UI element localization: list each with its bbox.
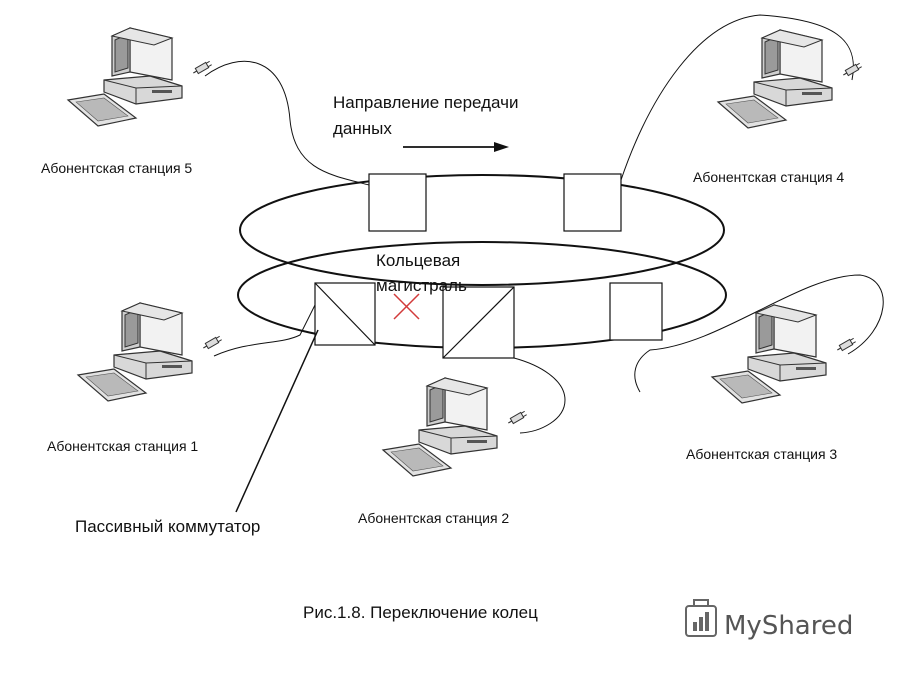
figure-caption: Рис.1.8. Переключение колец [303, 603, 538, 622]
station-label-4: Абонентская станция 4 [693, 169, 844, 185]
direction-label-line1: Направление передачи [333, 93, 518, 112]
cable-station-3 [634, 274, 884, 393]
computer-icon-1 [77, 302, 223, 402]
cable-station-5 [204, 60, 370, 186]
computer-icon-4 [717, 29, 863, 129]
computer-icon-3 [711, 304, 857, 404]
ring-label-line2: магистраль [376, 276, 467, 295]
station-label-5: Абонентская станция 5 [41, 160, 192, 176]
watermark: MyShared [685, 599, 853, 641]
passive-switch-label: Пассивный коммутатор [75, 517, 260, 536]
watermark-logo-icon [685, 599, 717, 637]
cable-station-1 [213, 304, 316, 357]
switch-pointer-line [235, 329, 319, 513]
computer-icon-5 [67, 27, 213, 127]
break-mark [393, 293, 420, 320]
node-box-4 [563, 173, 622, 232]
direction-arrow [403, 142, 509, 152]
station-label-2: Абонентская станция 2 [358, 510, 509, 526]
cable-station-4 [620, 14, 854, 181]
node-box-3 [609, 282, 663, 341]
switch-box-2 [442, 286, 515, 359]
watermark-text: MyShared [724, 611, 853, 641]
direction-label-line2: данных [333, 119, 392, 138]
ring-label-line1: Кольцевая [376, 251, 460, 270]
computer-icon-2 [382, 377, 528, 477]
cable-station-2 [513, 357, 566, 434]
node-box-5 [368, 173, 427, 232]
station-label-1: Абонентская станция 1 [47, 438, 198, 454]
switch-box-1 [314, 282, 376, 346]
ring-upper [239, 174, 725, 231]
station-label-3: Абонентская станция 3 [686, 446, 837, 462]
